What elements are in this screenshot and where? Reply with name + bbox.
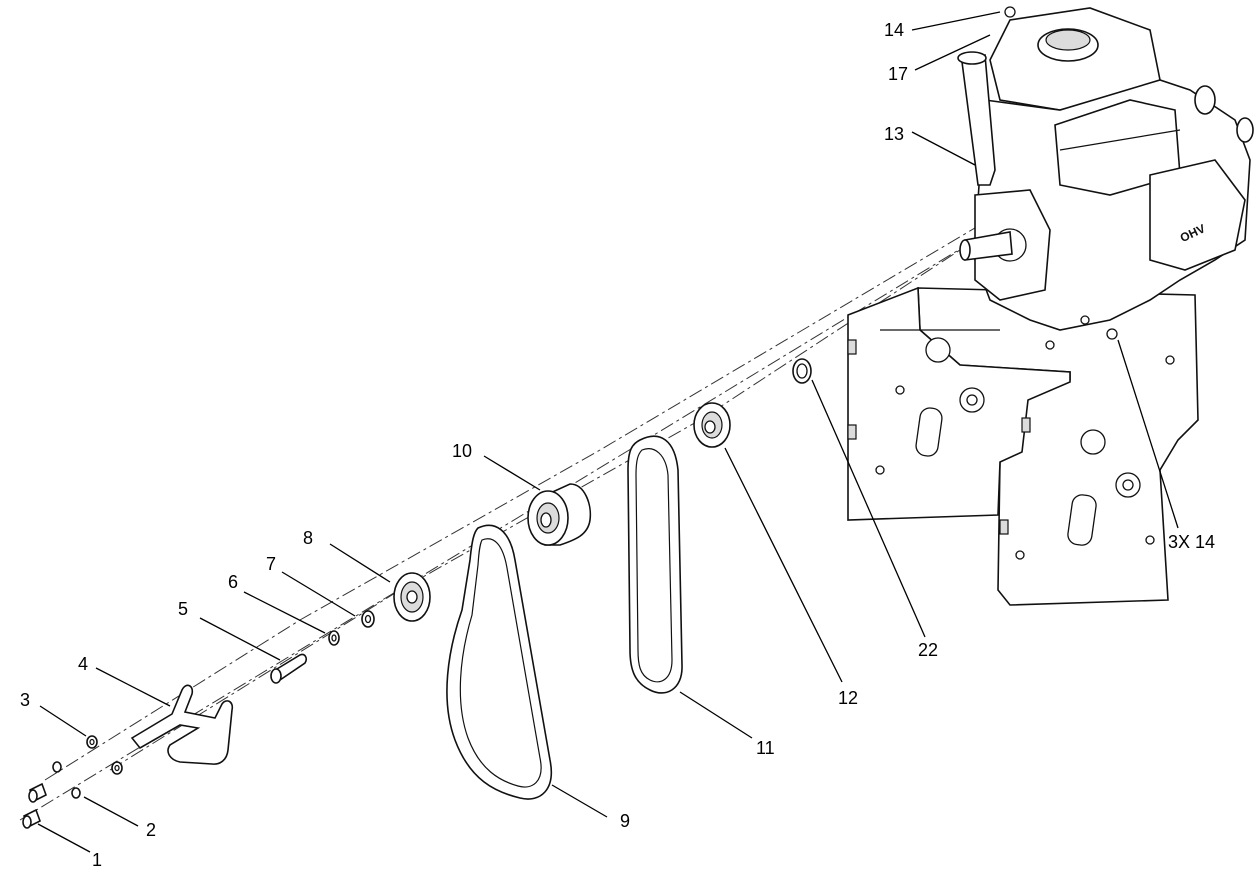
callout-22: 22 [918,640,938,660]
callout-9: 9 [620,811,630,831]
part-5-shoulder-bolt [270,653,307,684]
callout-10: 10 [452,441,472,461]
part-7-washer [361,610,375,628]
callout-11: 11 [756,738,775,758]
callout-labels: 14 17 13 3X 14 22 12 11 10 9 8 7 6 5 4 3… [20,20,1215,870]
leader-lines [37,11,1179,853]
part-3-washer [86,735,98,749]
part-10-drive-pulley [527,483,592,546]
callout-3: 3 [20,690,30,710]
callout-12: 12 [838,688,858,708]
part-6-nut [328,630,340,646]
callout-2: 2 [146,820,156,840]
callout-7: 7 [266,554,276,574]
engine-top-nut-14 [1004,6,1016,18]
part-1-bolt-upper [28,782,47,803]
callout-3x14: 3X 14 [1168,532,1215,552]
callout-6: 6 [228,572,238,592]
frame-plate-rear [847,286,1199,606]
callout-13: 13 [884,124,904,144]
part-4-idler-bracket [130,684,234,765]
part-2-washer [111,761,123,775]
callout-17: 17 [888,64,908,84]
engine-assembly: OHV [957,6,1254,340]
callout-1: 1 [92,850,102,870]
callout-8: 8 [303,528,313,548]
callout-14-top: 14 [884,20,904,40]
part-1-bolt-lower [22,808,41,829]
part-2-washer-2 [71,787,81,799]
callout-5: 5 [178,599,188,619]
engine-mount-nut [1106,328,1118,340]
part-9-belt [446,524,553,800]
callout-4: 4 [78,654,88,674]
part-3-washer-2 [52,761,62,773]
part-8-idler-pulley [393,572,431,622]
part-22-spacer [792,358,812,384]
part-12-pulley [693,402,731,448]
part-11-belt [627,435,683,694]
